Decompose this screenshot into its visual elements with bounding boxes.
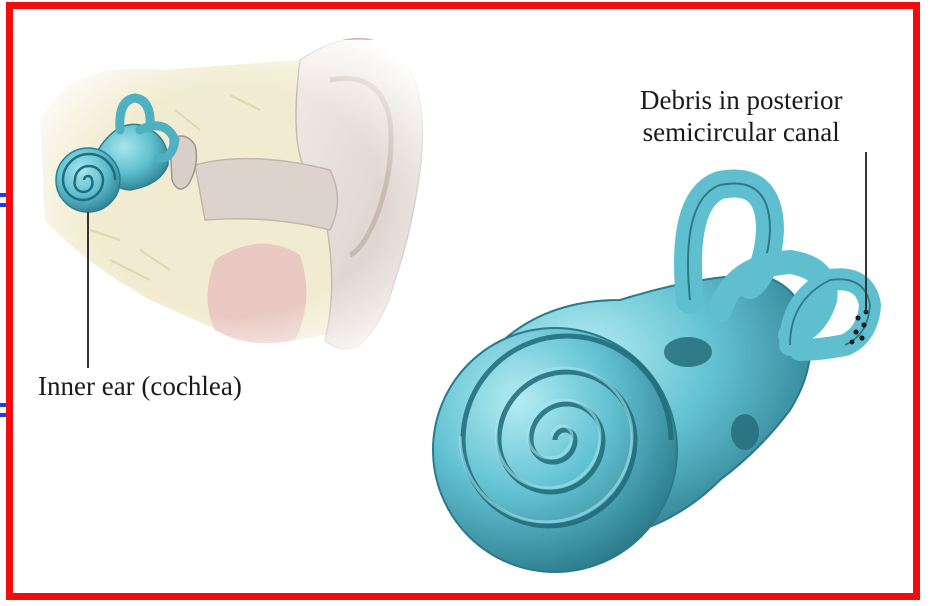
debris-label: Debris in posterior semicircular canal bbox=[640, 84, 842, 148]
oval-window bbox=[664, 337, 712, 367]
large-inner-ear-illustration bbox=[433, 183, 870, 572]
debris-label-line-2: semicircular canal bbox=[640, 116, 842, 148]
debris-label-line-1: Debris in posterior bbox=[640, 84, 842, 116]
round-window bbox=[731, 414, 759, 450]
inner-ear-label: Inner ear (cochlea) bbox=[38, 370, 242, 402]
small-cochlea-coil bbox=[56, 148, 120, 212]
